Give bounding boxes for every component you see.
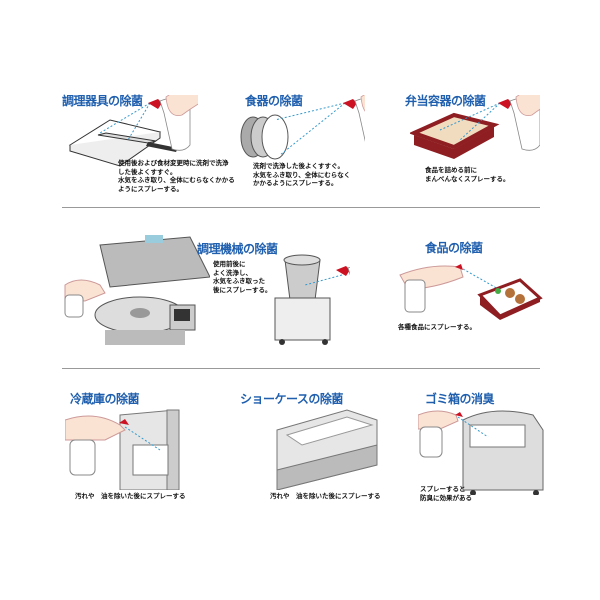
showcase-illustration <box>276 409 378 490</box>
cookware-illustration <box>68 95 198 167</box>
caption-showcase: 汚れや 油を除いた後にスプレーする <box>270 492 381 500</box>
caption-dishes: 洗剤で洗浄した後よくすすぐ。 水気をふき取り、全体にむらなく かかるようにスプレ… <box>253 162 351 187</box>
cooking-machine-illustration <box>64 235 210 345</box>
section-title-refrigerator: 冷蔵庫の除菌 <box>70 392 140 406</box>
trash-bin-illustration <box>418 410 544 495</box>
caption-refrigerator: 汚れや 油を除いた後にスプレーする <box>75 492 186 500</box>
caption-cooking-machine: 使用前後に よく洗浄し、 水気をふき取った 後にスプレーする。 <box>213 260 272 294</box>
bento-box-illustration <box>410 95 540 159</box>
food-illustration <box>399 264 543 320</box>
caption-trash-bin: スプレーすると 防臭に効果がある <box>420 485 472 502</box>
section-title-bento-box: 弁当容器の除菌 <box>405 94 486 108</box>
section-title-dishes: 食器の除菌 <box>245 94 303 108</box>
caption-food: 各種食品にスプレーする。 <box>398 323 476 331</box>
refrigerator-illustration <box>65 409 180 490</box>
caption-bento-box: 食品を詰める前に まんべんなくスプレーする。 <box>425 166 510 183</box>
section-title-cookware: 調理器具の除菌 <box>62 94 143 108</box>
section-title-cooking-machine: 調理機械の除菌 <box>197 242 278 256</box>
section-title-showcase: ショーケースの除菌 <box>240 392 343 406</box>
section-title-food: 食品の除菌 <box>425 241 483 255</box>
divider <box>62 207 540 208</box>
section-title-trash-bin: ゴミ箱の消臭 <box>425 392 495 406</box>
dishes-illustration <box>240 95 365 160</box>
divider <box>62 368 540 369</box>
mixer-cart-illustration <box>274 240 350 345</box>
caption-cookware: 使用後および食材変更時に洗剤で洗浄 した後よくすすぐ。 水気をふき取り、全体にむ… <box>118 159 235 193</box>
